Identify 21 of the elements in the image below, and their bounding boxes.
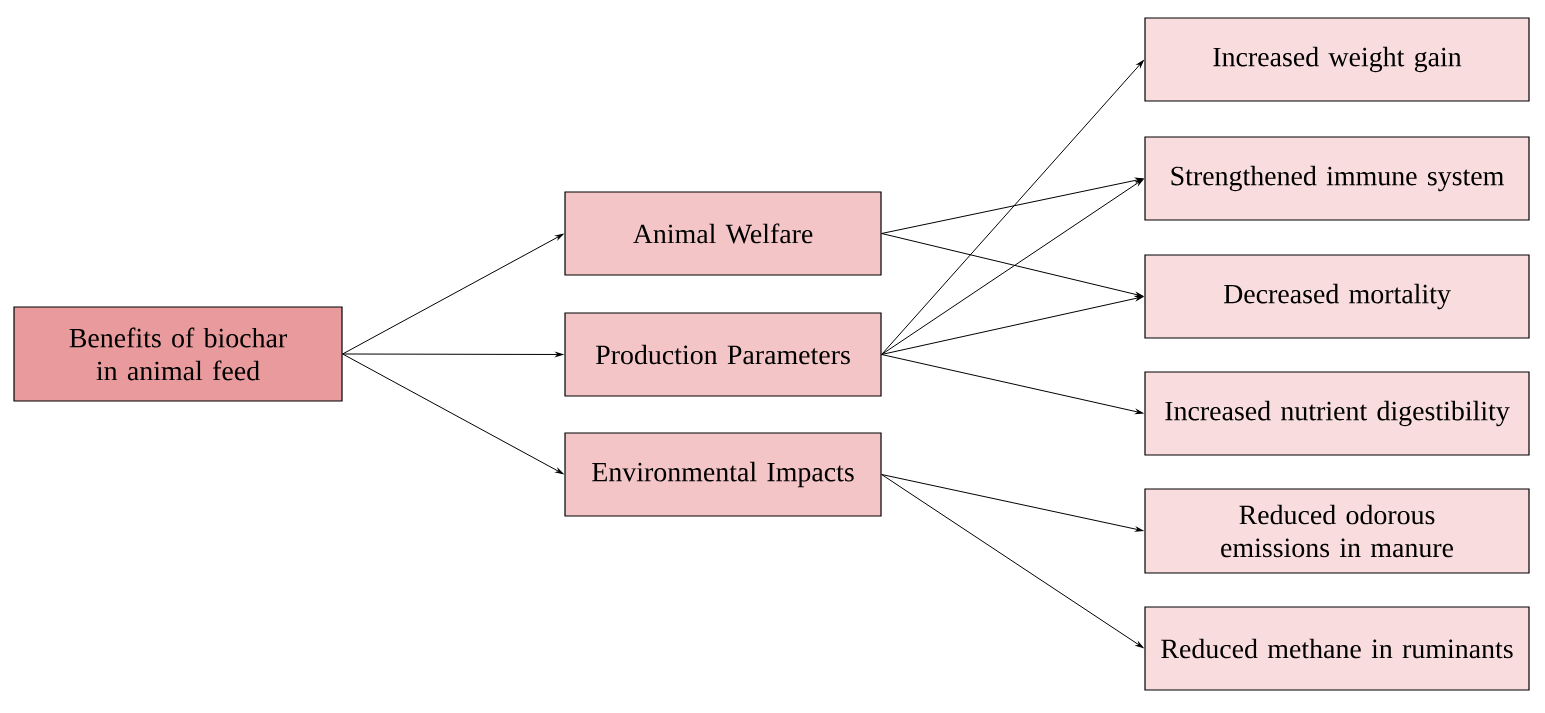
arrow [881,474,1144,532]
arrow [881,354,1144,415]
root-box: Benefits of biochar in animal feed [13,306,343,402]
outcome-box: Increased weight gain [1144,17,1530,102]
outcome-box: Increased nutrient digestibility [1144,371,1530,456]
outcome-box: Decreased mortality [1144,254,1530,339]
outcome-box: Strengthened immune system [1144,136,1530,221]
category-box: Animal Welfare [564,191,882,276]
category-box: Environmental Impacts [564,432,882,517]
outcome-box: Reduced odorous emissions in manure [1144,488,1530,574]
arrow [342,233,564,355]
arrow [342,352,564,357]
arrow [881,60,1144,355]
arrow [881,233,1144,297]
arrow [881,178,1144,355]
arrow [342,353,564,475]
arrow [881,474,1144,649]
arrow [881,295,1144,355]
arrow [881,177,1144,234]
category-box: Production Parameters [564,312,882,397]
outcome-box: Reduced methane in ruminants [1144,606,1530,691]
